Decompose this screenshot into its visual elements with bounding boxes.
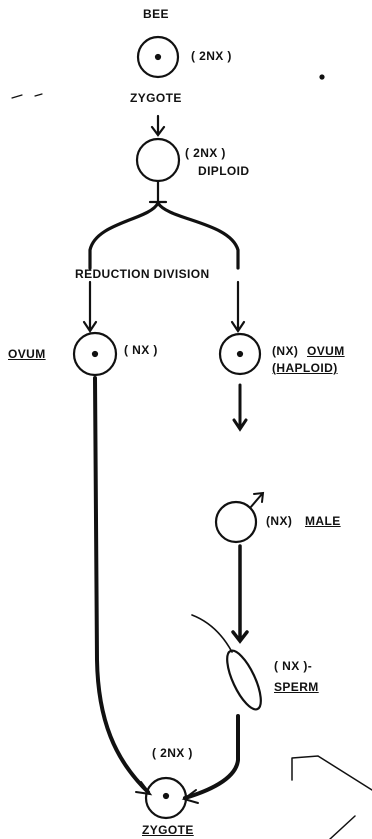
zygote-bottom-cell: [144, 776, 188, 820]
ovum-left-ploidy: ( NX ): [124, 343, 158, 357]
ovum-left-cell: [72, 331, 118, 377]
arrow-to-ovum-left: [82, 280, 98, 333]
diploid-ploidy: ( 2NX ): [185, 146, 226, 160]
ovum-right-note: (HAPLOID): [272, 361, 338, 375]
zygote-top-label: ZYGOTE: [130, 91, 182, 105]
male-symbol-arrow: [249, 491, 265, 509]
ovum-left-nucleus: [91, 350, 99, 358]
ovum-right-label: OVUM: [307, 344, 345, 358]
sperm-tail: [191, 614, 233, 653]
sperm-head: [226, 649, 262, 711]
diploid-label: DIPLOID: [198, 164, 250, 178]
diagram-title: BEE: [143, 7, 169, 21]
scan-mark-left: [11, 93, 43, 99]
arrow-male-to-sperm: [231, 544, 249, 644]
male-label: MALE: [305, 514, 341, 528]
ovum-right-cell: [218, 332, 262, 376]
male-cell: [214, 500, 258, 544]
division-branch-right: [156, 201, 240, 270]
sperm-label: SPERM: [274, 680, 319, 694]
ovum-right-nucleus: [236, 350, 244, 358]
ovum-left-path: [93, 376, 150, 794]
zygote-top-ploidy: ( 2NX ): [191, 49, 232, 63]
arrow-left-head: [135, 781, 153, 796]
division-stem: [148, 179, 168, 204]
arrow-zygote-to-diploid: [150, 114, 166, 137]
arrow-right-head: [181, 789, 199, 804]
zygote-bottom-ploidy: ( 2NX ): [152, 746, 193, 760]
reduction-division-label: REDUCTION DIVISION: [75, 267, 210, 281]
division-branch-left: [88, 201, 160, 270]
male-ploidy: (NX): [266, 514, 293, 528]
diploid-cell: [135, 137, 181, 183]
sperm-to-zygote-path: [183, 714, 240, 800]
zygote-top-nucleus: [154, 53, 162, 61]
ovum-right-ploidy: (NX): [272, 344, 299, 358]
zygote-bottom-nucleus: [162, 792, 170, 800]
arrow-to-ovum-right: [230, 280, 246, 333]
scan-mark-right: [291, 755, 372, 839]
ovum-left-label: OVUM: [8, 347, 46, 361]
arrow-ovum-to-male: [232, 383, 248, 432]
sperm-ploidy: ( NX )-: [274, 659, 313, 673]
zygote-top-cell: [136, 35, 180, 79]
zygote-bottom-label: ZYGOTE: [142, 823, 194, 837]
scan-dot: [319, 74, 325, 80]
